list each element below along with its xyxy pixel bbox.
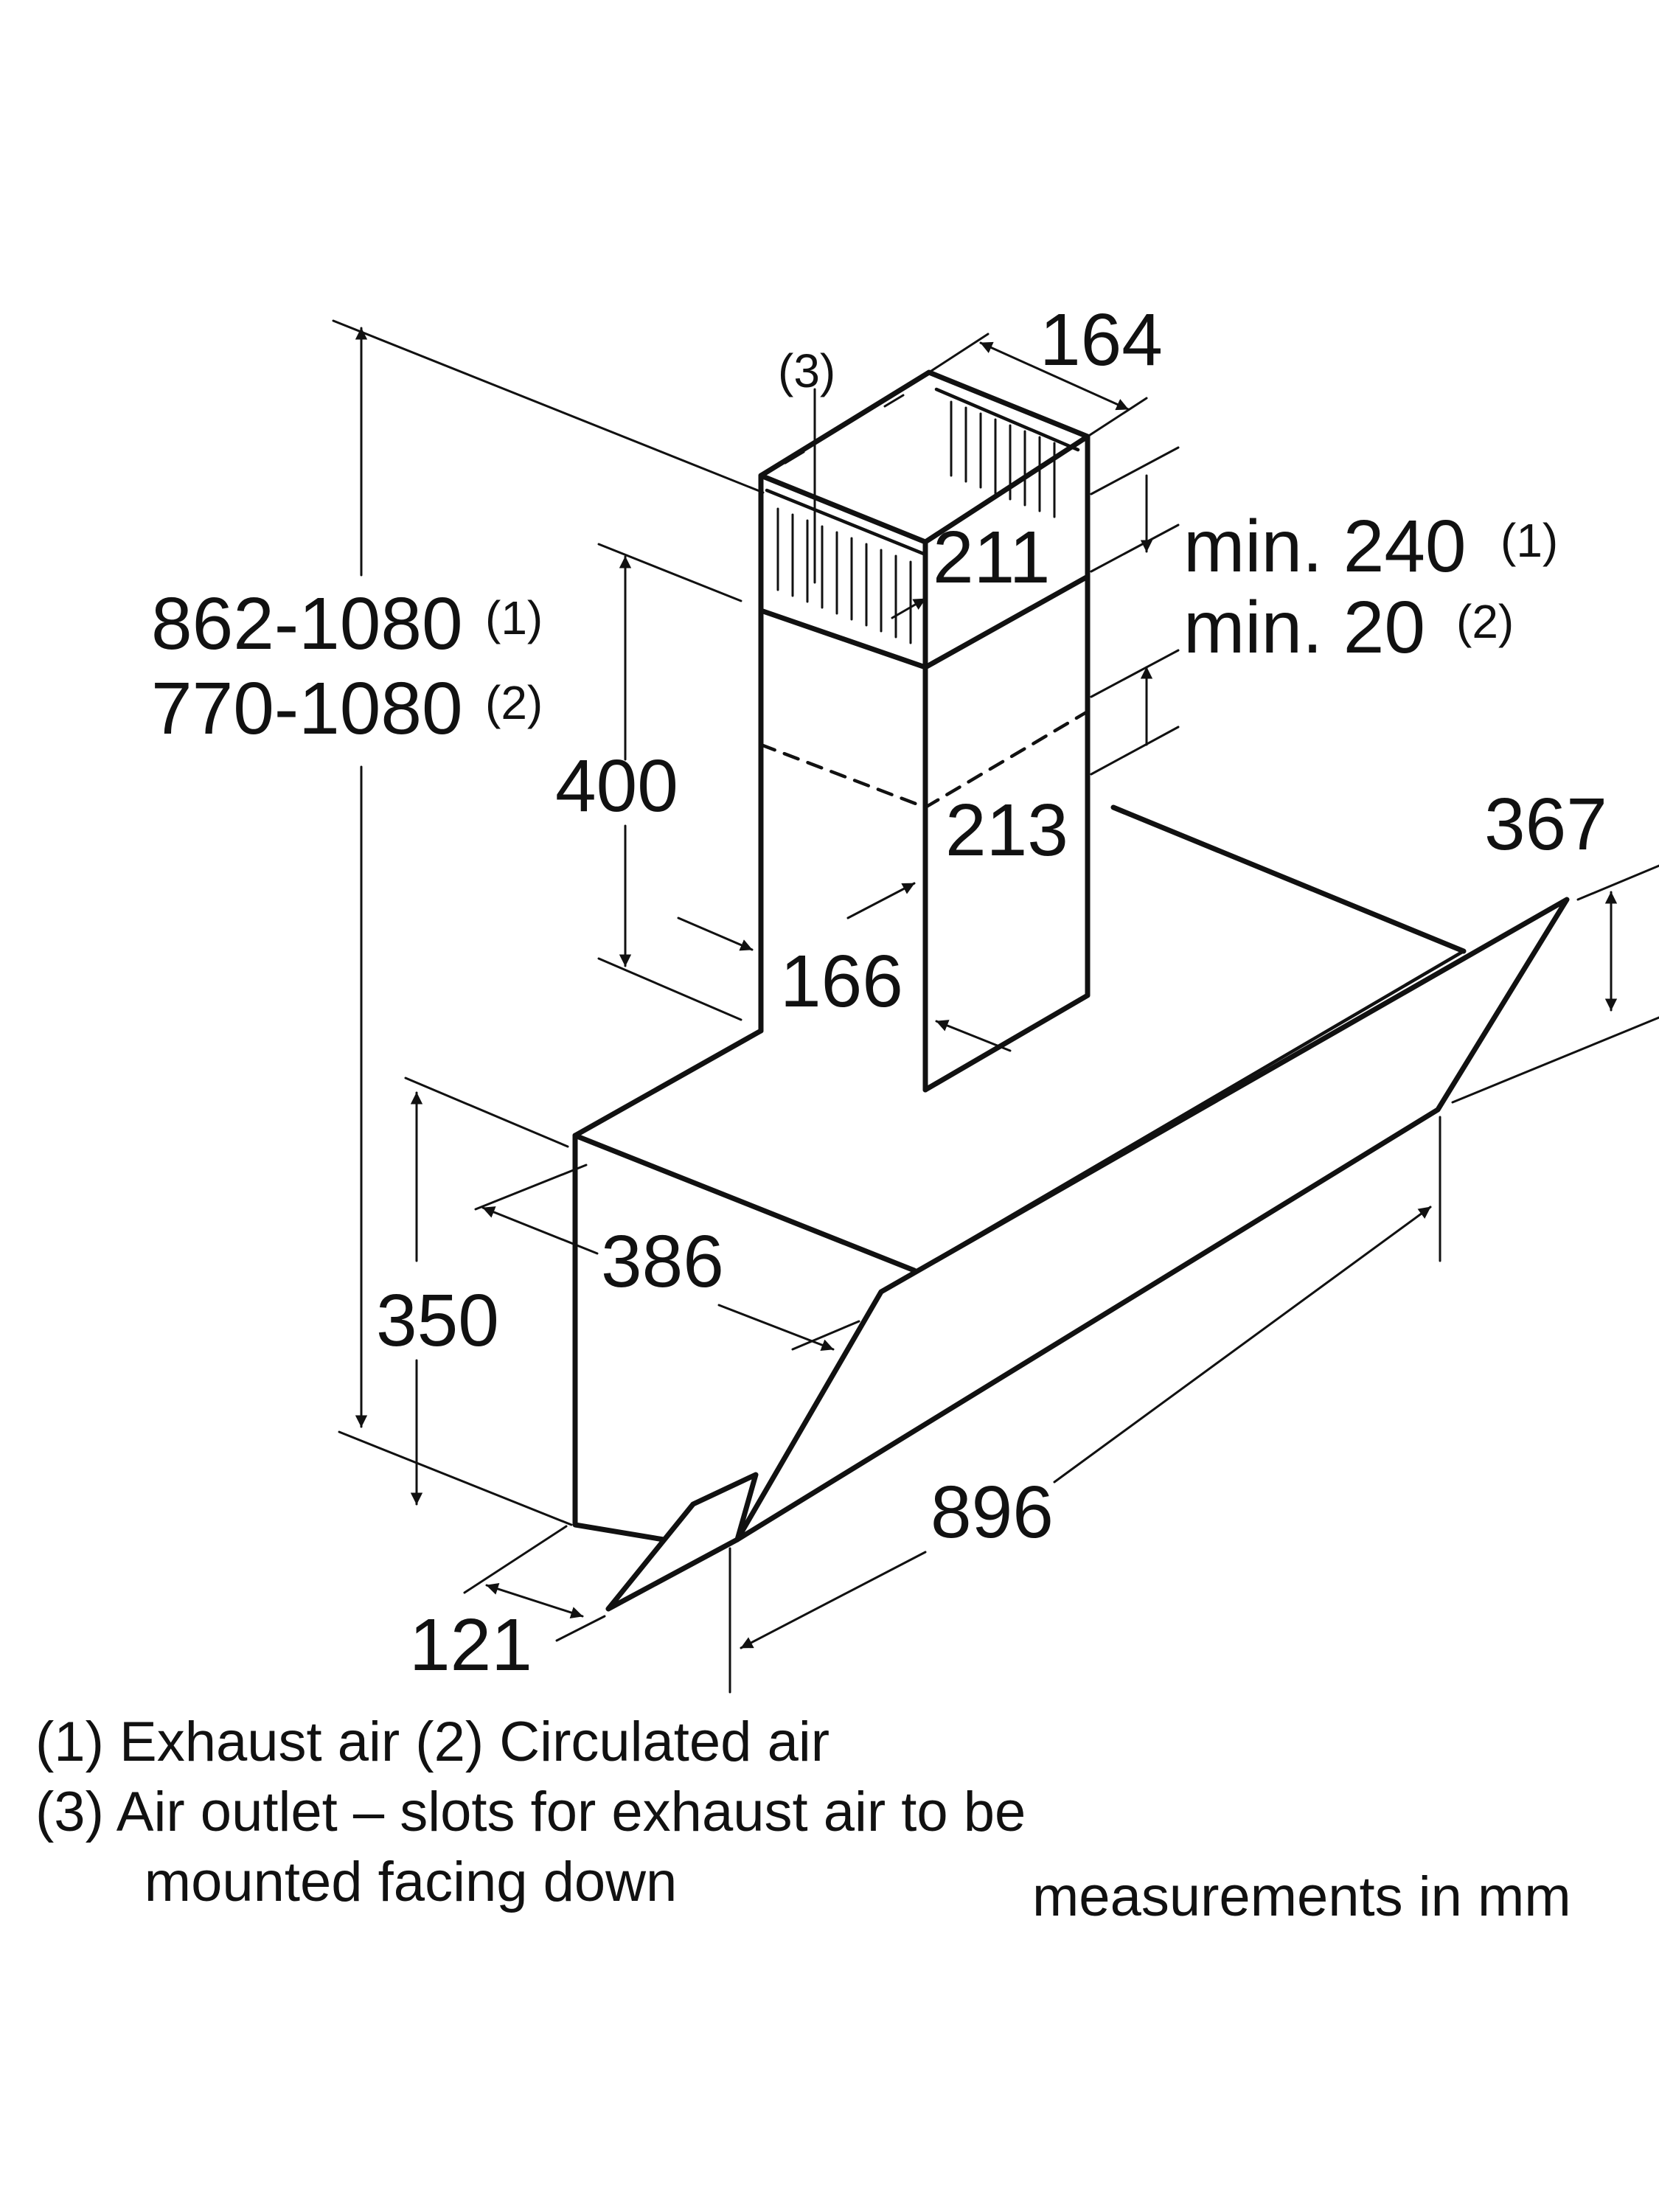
hood-body (572, 804, 1570, 1612)
chimney-depth-label: 164 (1040, 299, 1163, 381)
legend-notes-1-2: (1) Exhaust air (2) Circulated air (35, 1711, 830, 1773)
width-label: 896 (931, 1471, 1054, 1554)
chimney-lower-width-label: 213 (945, 789, 1068, 872)
chimney-upper-width-label: 211 (933, 516, 1050, 599)
min-20-label: min. 20 (1183, 586, 1425, 669)
legend-note-3: (3) Air outlet – slots for exhaust air t… (35, 1781, 1026, 1843)
height-circulated-label: 770-1080 (151, 667, 463, 750)
height-circulated-note: (2) (485, 676, 543, 729)
dimension-lines (332, 319, 1659, 1694)
chimney-lower-depth-label: 166 (780, 940, 903, 1023)
legend-note-3-cont: mounted facing down (35, 1851, 678, 1913)
units-note: measurements in mm (1032, 1865, 1571, 1928)
lower-chimney (758, 574, 1091, 1093)
chimney-lower-height-label: 400 (555, 745, 678, 827)
circulated-note-label: (2) (1456, 595, 1514, 648)
height-exhaust-label: 862-1080 (151, 582, 463, 665)
height-exhaust-note: (1) (485, 591, 543, 644)
min-240-label: min. 240 (1183, 505, 1467, 588)
body-height-label: 350 (376, 1279, 499, 1362)
canopy-depth-label: 367 (1484, 783, 1607, 866)
body-depth-label: 386 (601, 1220, 724, 1303)
outlet-note-label: (3) (778, 344, 835, 397)
exhaust-note-label: (1) (1500, 514, 1558, 567)
front-edge-label: 121 (409, 1604, 532, 1686)
dimension-labels: (3) 164 211 min. 240 (1) min. 20 (2) 862… (151, 299, 1607, 1686)
air-outlet-slots (776, 400, 1056, 644)
